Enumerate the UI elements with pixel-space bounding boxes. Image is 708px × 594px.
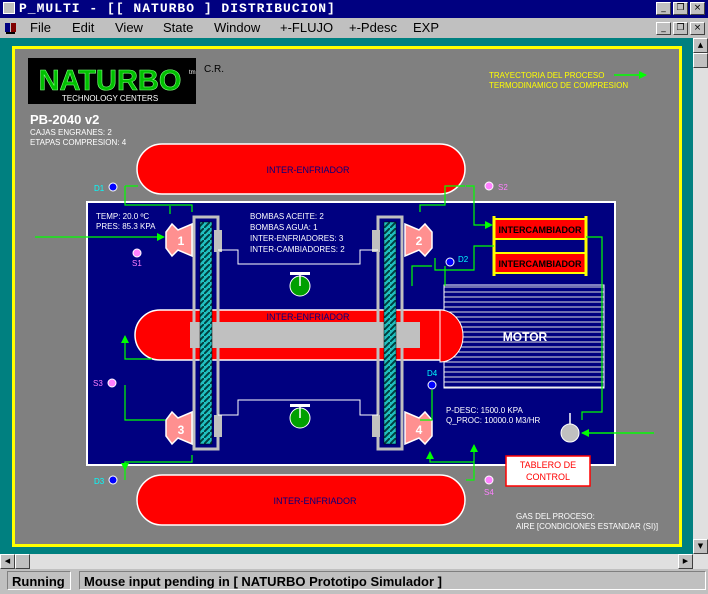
interchanger-top-label: INTERCAMBIADOR <box>499 225 582 235</box>
scroll-thumb-horizontal[interactable] <box>15 554 30 569</box>
compressor-stage-1[interactable]: 1 <box>165 222 193 258</box>
oil-pump-top[interactable] <box>289 272 311 297</box>
horizontal-scrollbar[interactable]: ◀ ▶ <box>0 554 708 569</box>
sensor-s2[interactable]: S2 <box>484 181 508 192</box>
menu-view[interactable]: View <box>115 20 143 35</box>
motor[interactable]: MOTOR <box>439 284 605 389</box>
inlet-temp: TEMP: 20.0 ºC <box>96 212 149 221</box>
gearbox-left <box>192 215 222 451</box>
gearbox-count: CAJAS ENGRANES: 2 <box>30 128 112 137</box>
interchanger-bottom[interactable]: INTERCAMBIADOR <box>493 252 587 274</box>
control-panel-line1: TABLERO DE <box>520 460 576 470</box>
minimize-button[interactable]: _ <box>656 2 671 15</box>
interchanger-bottom-label: INTERCAMBIADOR <box>499 259 582 269</box>
sensor-d3[interactable]: D3 <box>94 475 118 486</box>
compressor-diagram: NATURBO tm TECHNOLOGY CENTERS C.R. PB-20… <box>12 46 682 547</box>
window-title: P_MULTI - [[ NATURBO ] DISTRIBUCION] <box>19 1 336 16</box>
sensor-d2[interactable]: D2 <box>445 255 469 267</box>
menu-bar: File Edit View State Window +-FLUJO +-Pd… <box>0 18 708 38</box>
sensor-d3-label: D3 <box>94 477 105 486</box>
logo-brand: NATURBO <box>39 65 182 97</box>
sensor-d2-label: D2 <box>458 255 469 264</box>
close-button[interactable]: × <box>690 2 705 15</box>
oil-pump-bottom[interactable] <box>289 404 311 429</box>
restore-button[interactable]: ❐ <box>673 2 688 15</box>
compressor-stage-2[interactable]: 2 <box>404 222 433 258</box>
control-panel-line2: CONTROL <box>526 472 570 482</box>
title-bar: P_MULTI - [[ NATURBO ] DISTRIBUCION] _ ❐… <box>0 0 708 18</box>
logo-tm: tm <box>189 70 196 76</box>
menu-edit[interactable]: Edit <box>72 20 95 35</box>
model-name: PB-2040 v2 <box>30 112 99 127</box>
gearbox-right <box>372 215 404 451</box>
scroll-left-icon[interactable]: ◀ <box>0 554 15 569</box>
stage-2-label: 2 <box>416 234 423 248</box>
scroll-right-icon[interactable]: ▶ <box>678 554 693 569</box>
shaft-coupling <box>190 322 420 348</box>
mdi-minimize-button[interactable]: _ <box>656 22 671 35</box>
sensor-s1[interactable]: S1 <box>132 248 142 268</box>
intercooler-bottom[interactable]: INTER-ENFRIADOR <box>136 474 466 526</box>
interexchanger-count: INTER-CAMBIADORES: 2 <box>250 245 345 254</box>
sensor-s4-label: S4 <box>484 488 494 497</box>
scroll-up-icon[interactable]: ▲ <box>693 38 708 53</box>
intercooler-top-label: INTER-ENFRIADOR <box>267 165 351 175</box>
logo-subtitle: TECHNOLOGY CENTERS <box>62 94 158 103</box>
menu-window[interactable]: Window <box>214 20 261 35</box>
status-message: Mouse input pending in [ NATURBO Prototi… <box>79 571 706 590</box>
process-flow: Q_PROC: 10000.0 M3/HR <box>446 416 540 425</box>
sensor-d1[interactable]: D1 <box>94 182 118 193</box>
motor-label: MOTOR <box>503 330 548 344</box>
shaft-lines <box>218 249 378 416</box>
sensor-d4-label: D4 <box>427 369 438 378</box>
mdi-restore-button[interactable]: ❐ <box>673 22 688 35</box>
status-bar: Running Mouse input pending in [ NATURBO… <box>0 569 708 594</box>
naturbo-logo: NATURBO tm TECHNOLOGY CENTERS <box>28 58 196 104</box>
document-icon[interactable] <box>4 21 18 35</box>
app-icon[interactable] <box>3 2 15 14</box>
menu-flujo[interactable]: +-FLUJO <box>280 20 334 35</box>
process-gas-title: GAS DEL PROCESO: <box>516 512 595 521</box>
stage-count: ETAPAS COMPRESION: 4 <box>30 138 127 147</box>
sensor-s3-label: S3 <box>93 379 103 388</box>
menu-pdesc[interactable]: +-Pdesc <box>349 20 398 35</box>
stage-1-label: 1 <box>178 234 185 248</box>
discharge-pressure: P-DESC: 1500.0 KPA <box>446 406 523 415</box>
water-pump-count: BOMBAS AGUA: 1 <box>250 223 318 232</box>
intercooler-bottom-label: INTER-ENFRIADOR <box>274 496 358 506</box>
legend-line1: TRAYECTORIA DEL PROCESO <box>489 71 604 80</box>
sensor-s4[interactable]: S4 <box>484 475 494 497</box>
sensor-s1-label: S1 <box>132 259 142 268</box>
interchanger-top[interactable]: INTERCAMBIADOR <box>493 218 587 240</box>
menu-exp[interactable]: EXP <box>413 20 440 35</box>
mdi-close-button[interactable]: × <box>690 22 705 35</box>
stage-4-label: 4 <box>416 423 423 437</box>
legend-line2: TERMODINAMICO DE COMPRESION <box>489 81 628 90</box>
inlet-pres: PRES: 85.3 KPA <box>96 222 156 231</box>
menu-file[interactable]: File <box>30 20 51 35</box>
intercooler-middle-label: INTER-ENFRIADOR <box>267 312 351 322</box>
sensor-d1-label: D1 <box>94 184 105 193</box>
sensor-d4[interactable]: D4 <box>427 369 438 390</box>
diagram-client-area: NATURBO tm TECHNOLOGY CENTERS C.R. PB-20… <box>0 38 693 554</box>
sensor-s2-label: S2 <box>498 183 508 192</box>
sensor-s3[interactable]: S3 <box>93 378 117 388</box>
oil-pump-count: BOMBAS ACEITE: 2 <box>250 212 324 221</box>
menu-state[interactable]: State <box>163 20 194 35</box>
status-mode: Running <box>7 571 71 590</box>
stage-3-label: 3 <box>178 423 185 437</box>
logo-cr: C.R. <box>204 64 224 75</box>
vertical-scrollbar[interactable]: ▲ ▼ <box>693 38 708 554</box>
intercooler-top[interactable]: INTER-ENFRIADOR <box>136 143 466 195</box>
intercooler-count: INTER-ENFRIADORES: 3 <box>250 234 344 243</box>
scroll-thumb-vertical[interactable] <box>693 53 708 68</box>
compressor-stage-3[interactable]: 3 <box>165 410 193 446</box>
discharge-valve[interactable] <box>560 413 580 443</box>
scroll-down-icon[interactable]: ▼ <box>693 539 708 554</box>
control-panel-button[interactable]: TABLERO DE CONTROL <box>505 455 591 487</box>
process-gas-value: AIRE [CONDICIONES ESTANDAR (SI)] <box>516 522 658 531</box>
